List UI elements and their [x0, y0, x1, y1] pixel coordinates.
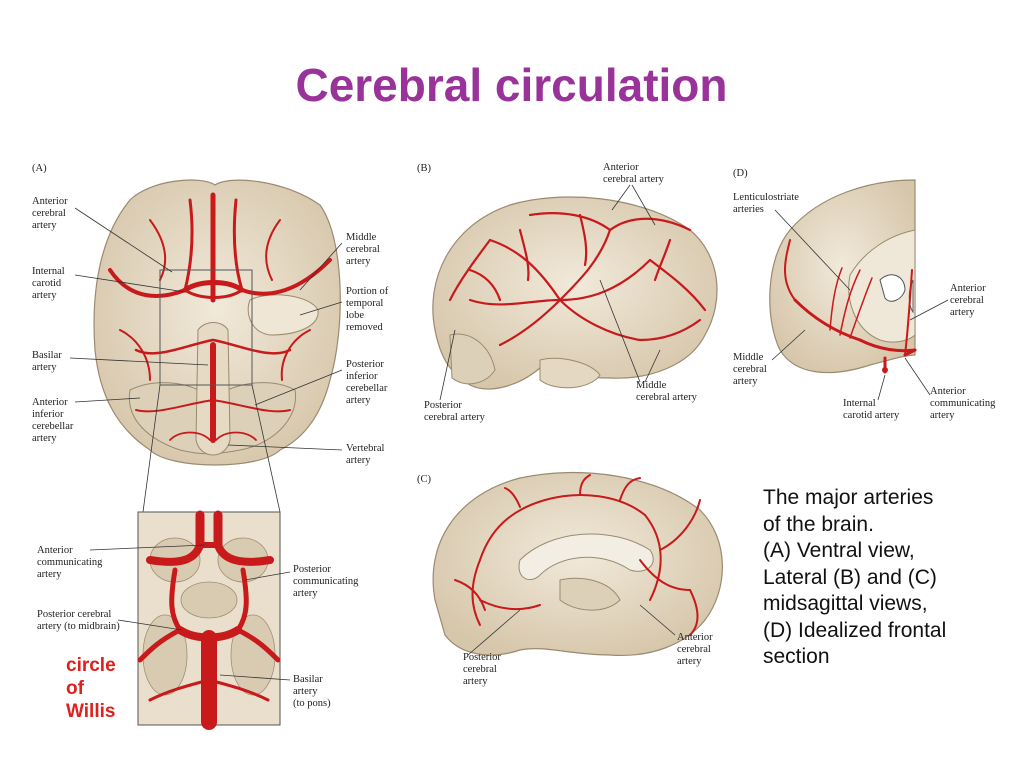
label-vertebral-artery: Vertebral artery	[346, 443, 385, 466]
caption-line: of the brain.	[763, 512, 874, 536]
slide-title: Cerebral circulation	[295, 59, 728, 111]
ventral-brain-figure	[93, 179, 341, 466]
label-posterior-inferior-cerebellar-artery: Posterior inferior cerebellar artery	[346, 359, 388, 406]
label-anterior-communicating-artery-inset: Anterior communicating artery	[37, 545, 103, 580]
label-anterior-communicating-artery-d: Anterior communicating artery	[930, 386, 996, 421]
caption-line: midsagittal views,	[763, 592, 928, 615]
label-anterior-cerebral-artery-a: Anterior cerebral artery	[32, 196, 68, 231]
caption-line: (A) Ventral view,	[763, 539, 915, 562]
midsagittal-brain-figure	[432, 471, 723, 657]
panel-label-a: (A)	[32, 163, 47, 174]
label-basilar-artery-a: Basilar artery	[32, 350, 62, 373]
label-temporal-lobe-removed: Portion of temporal lobe removed	[346, 286, 389, 333]
frontal-section-figure	[769, 179, 917, 374]
label-anterior-cerebral-artery-c: Anterior cerebral artery	[677, 632, 713, 667]
figure-caption: The major arteries of the brain. (A) Ven…	[763, 485, 1003, 671]
label-posterior-communicating-artery: Posterior communicating artery	[293, 564, 359, 599]
caption-line: section	[763, 645, 830, 668]
lateral-brain-figure	[432, 196, 718, 390]
circle-of-willis-label: circle of Willis	[66, 655, 116, 722]
label-middle-cerebral-artery-d: Middle cerebral artery	[733, 352, 767, 387]
label-anterior-cerebral-artery-d: Anterior cerebral artery	[950, 283, 986, 318]
label-posterior-cerebral-artery-b: Posterior cerebral artery	[424, 400, 485, 423]
panel-label-b: (B)	[417, 163, 431, 174]
caption-line: The major arteries	[763, 486, 934, 509]
label-posterior-cerebral-artery-midbrain: Posterior cerebral artery (to midbrain)	[37, 609, 120, 632]
panel-label-d: (D)	[733, 168, 748, 179]
label-lenticulostriate-arteries: Lenticulostriate arteries	[733, 192, 799, 215]
label-basilar-artery-pons: Basilar artery (to pons)	[293, 674, 331, 709]
label-anterior-inferior-cerebellar-artery: Anterior inferior cerebellar artery	[32, 397, 74, 444]
label-anterior-cerebral-artery-b: Anterior cerebral artery	[603, 162, 664, 185]
circle-of-willis-inset	[137, 510, 281, 730]
label-middle-cerebral-artery-b: Middle cerebral artery	[636, 380, 697, 403]
label-internal-carotid-artery-d: Internal carotid artery	[843, 398, 900, 421]
caption-line: Lateral (B) and (C)	[763, 565, 937, 589]
panel-label-c: (C)	[417, 474, 431, 485]
label-middle-cerebral-artery-a: Middle cerebral artery	[346, 232, 380, 267]
label-internal-carotid-artery-a: Internal carotid artery	[32, 266, 65, 301]
label-posterior-cerebral-artery-c: Posterior cerebral artery	[463, 652, 501, 687]
caption-line: (D) Idealized frontal	[763, 618, 947, 642]
